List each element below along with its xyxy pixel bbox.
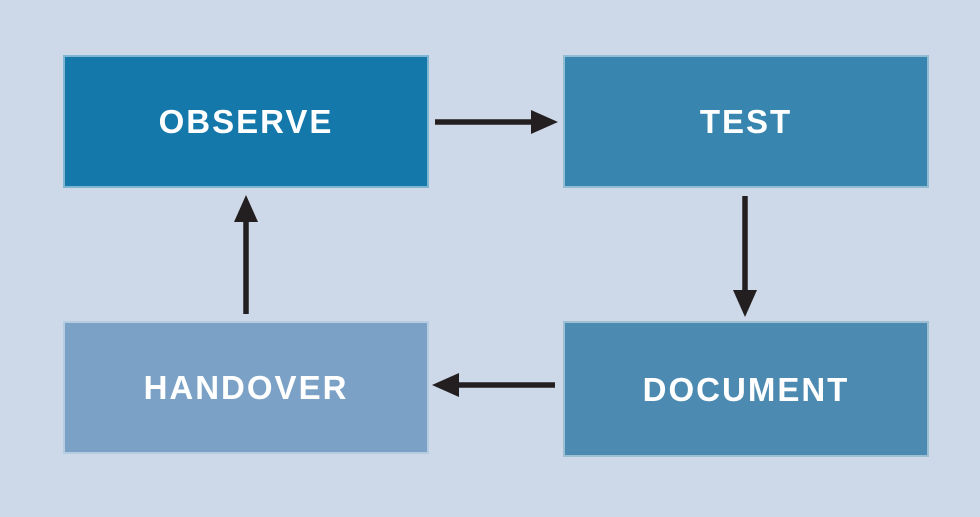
- node-observe-label: OBSERVE: [158, 103, 334, 140]
- arrow-left-icon: [432, 373, 555, 397]
- node-document: DOCUMENT: [563, 321, 929, 457]
- node-handover: HANDOVER: [63, 321, 429, 454]
- node-handover-label: HANDOVER: [143, 369, 349, 406]
- arrow-up-icon: [234, 195, 258, 314]
- arrow-down-icon: [733, 196, 757, 317]
- node-document-label: DOCUMENT: [642, 370, 850, 408]
- arrow-right-icon: [435, 110, 558, 134]
- node-observe: OBSERVE: [63, 55, 429, 188]
- node-test-label: TEST: [699, 103, 793, 140]
- node-test: TEST: [563, 55, 929, 188]
